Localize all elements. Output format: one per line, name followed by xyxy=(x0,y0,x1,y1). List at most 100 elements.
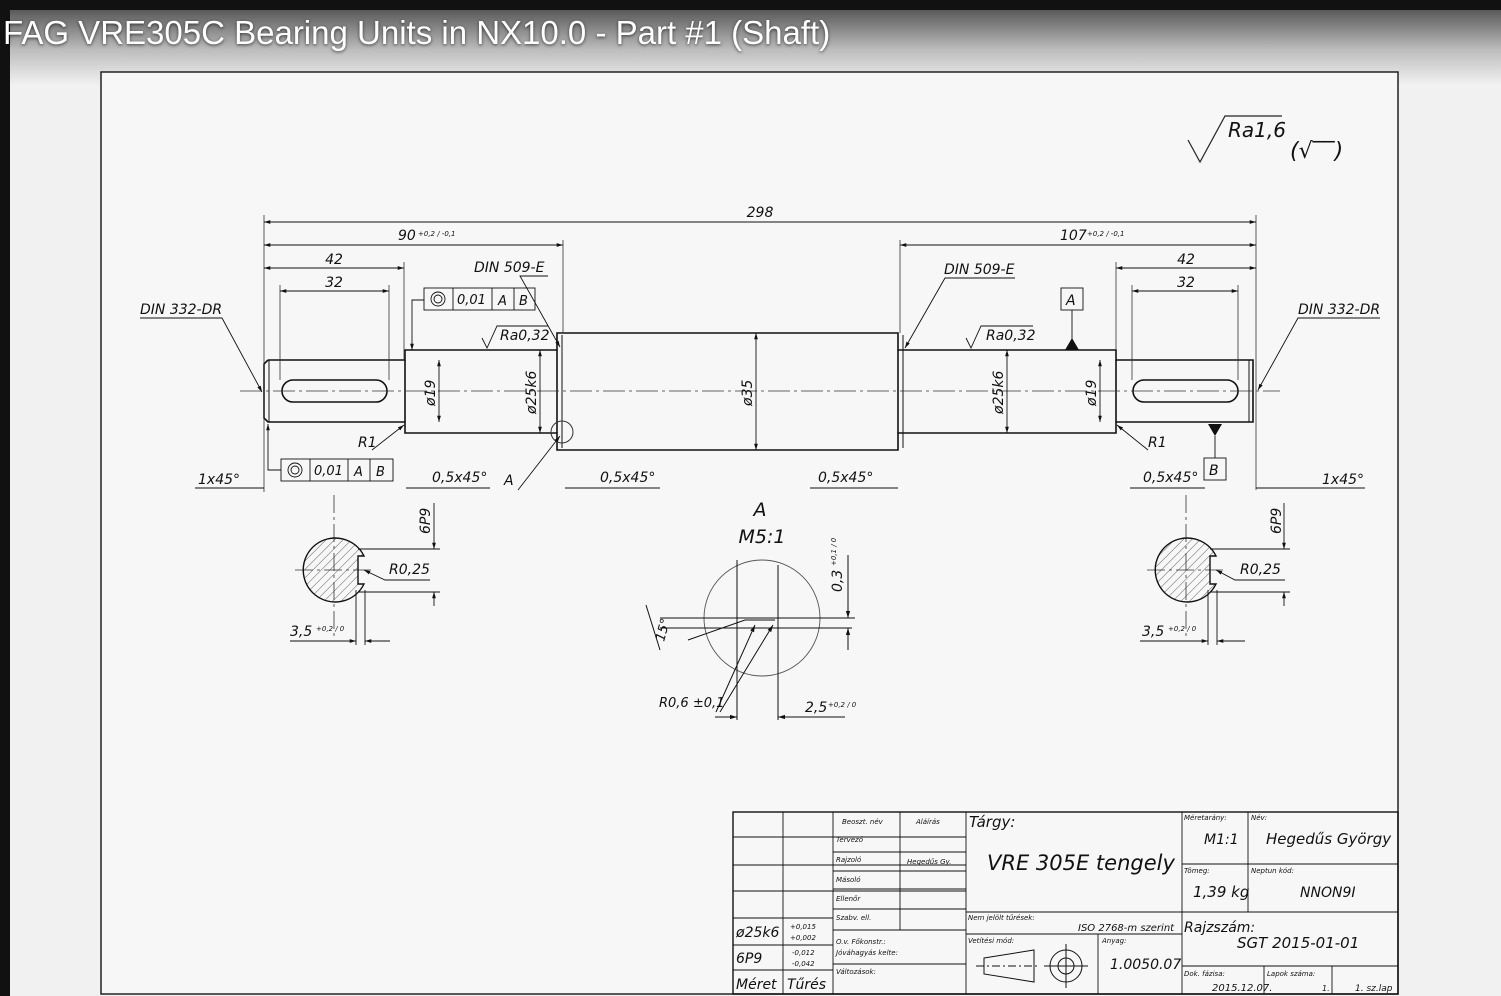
tb-header-signature: Aláírás xyxy=(915,818,940,826)
tol-top-datum-a: A xyxy=(497,294,507,309)
roughness-secondary: (√‾‾) xyxy=(1290,139,1343,164)
dim-dia25-left: ø25k6 xyxy=(524,371,540,415)
dim-chamfer-05-4: 0,5x45° xyxy=(1143,470,1198,486)
dim-r1-left: R1 xyxy=(358,435,377,451)
tb-tol1-lower: +0,002 xyxy=(790,934,816,942)
tb-changes: Változások: xyxy=(836,968,876,976)
tb-neptun: NNON9I xyxy=(1300,885,1355,901)
detail-view-a: A M5:1 0,3 +0,1 / 0 15° R0,6 ±0,1 2,5 +0… xyxy=(645,499,857,720)
dim-dia25-right: ø25k6 xyxy=(991,371,1007,415)
tolerance-frame-top: 0,01 A B xyxy=(410,287,536,350)
roughness-right: Ra0,32 xyxy=(986,328,1036,344)
tb-sheet-number: 1. sz.lap xyxy=(1355,984,1393,994)
tb-doc-date: 2015.12.07. xyxy=(1212,983,1272,994)
tb-name-label: Név: xyxy=(1251,814,1267,822)
title-block-text: Beoszt. név Aláírás Tervező Rajzoló Hege… xyxy=(735,813,1393,994)
detail-dim-03-tol: +0,1 / 0 xyxy=(830,537,838,566)
tb-header-name: Beoszt. név xyxy=(842,818,884,826)
tb-doc-phase-label: Dok. fázisa: xyxy=(1184,970,1225,978)
tb-tol1-upper: +0,015 xyxy=(790,923,816,931)
tb-material-label: Anyag: xyxy=(1101,937,1126,945)
dim-dia19-right: ø19 xyxy=(1084,380,1100,407)
dim-left-step-tol: +0,2 / -0,1 xyxy=(418,230,455,238)
dim-chamfer-05-3: 0,5x45° xyxy=(818,470,873,486)
dim-chamfer-right: 1x45° xyxy=(1322,472,1364,488)
tol-top-datum-b: B xyxy=(519,294,528,309)
tb-standards-check: Szabv. ell. xyxy=(836,914,871,922)
dim-total-length: 298 xyxy=(747,205,774,221)
din509-right: DIN 509-E xyxy=(944,262,1015,278)
dim-chamfer-05-1: 0,5x45° xyxy=(432,470,487,486)
dim-6p9-right: 6P9 xyxy=(1269,508,1285,534)
tb-drafter: Rajzoló xyxy=(836,856,862,864)
tb-drawing-number: SGT 2015-01-01 xyxy=(1237,934,1359,952)
dim-w35-left: 3,5 xyxy=(290,624,312,640)
dim-dia19-left: ø19 xyxy=(423,380,439,407)
dim-left-42: 42 xyxy=(325,252,343,268)
detail-angle: 15° xyxy=(653,617,673,643)
dim-left-32: 32 xyxy=(325,275,343,291)
dim-right-step-tol: +0,2 / -0,1 xyxy=(1087,230,1124,238)
detail-marker-a: A xyxy=(503,473,514,489)
dim-w35-right: 3,5 xyxy=(1142,624,1164,640)
tb-mass: 1,39 kg xyxy=(1193,883,1249,901)
concentricity-icon-bottom xyxy=(287,462,303,478)
tb-checker: Ellenőr xyxy=(836,894,861,903)
dimension-lines xyxy=(195,220,1365,489)
tb-size-label: Méret xyxy=(736,977,777,993)
tb-tolerance-label: Tűrés xyxy=(787,977,826,993)
title-block xyxy=(732,811,1399,995)
section-left: 6P9 R0,25 3,5 +0,2 / 0 xyxy=(290,495,440,645)
tb-subject-label: Tárgy: xyxy=(969,813,1015,831)
projection-symbol-icon xyxy=(976,944,1088,988)
detail-dim-25-tol: +0,2 / 0 xyxy=(828,701,857,709)
dim-left-step: 90 xyxy=(398,228,416,244)
tb-sheets-count: 1. xyxy=(1322,984,1330,993)
din332-right: DIN 332-DR xyxy=(1298,302,1380,318)
svg-text:B: B xyxy=(1209,463,1219,479)
tb-projection-label: Vetítési mód: xyxy=(968,937,1014,945)
shaft-outline xyxy=(263,332,1254,451)
dim-r025-left: R0,25 xyxy=(389,562,430,578)
tb-tol2-upper: -0,012 xyxy=(792,949,815,957)
detail-dim-25: 2,5 xyxy=(805,700,827,716)
dim-w35-right-tol: +0,2 / 0 xyxy=(1168,625,1197,633)
tb-tol1-name: ø25k6 xyxy=(735,925,779,941)
tb-approval-date: Jóváhagyás kelte: xyxy=(834,949,898,957)
dim-chamfer-left: 1x45° xyxy=(198,472,240,488)
tb-tol2-lower: -0,042 xyxy=(792,960,815,968)
tb-copier: Másoló xyxy=(836,876,861,884)
dim-r025-right: R0,25 xyxy=(1240,562,1281,578)
section-right: 6P9 R0,25 3,5 +0,2 / 0 xyxy=(1140,495,1290,645)
tb-general-tol: ISO 2768-m szerint xyxy=(1078,923,1175,934)
din509-left: DIN 509-E xyxy=(474,260,545,276)
din332-left: DIN 332-DR xyxy=(140,302,222,318)
dim-right-step: 107 xyxy=(1060,228,1087,244)
tb-subject: VRE 305E tengely xyxy=(987,851,1175,875)
tb-material: 1.0050.07 xyxy=(1110,957,1181,973)
surface-roughness-symbol: Ra1,6 (√‾‾) xyxy=(1187,115,1343,164)
concentricity-icon xyxy=(430,291,446,307)
datum-a: A xyxy=(1060,287,1084,350)
roughness-value: Ra1,6 xyxy=(1228,118,1286,142)
tb-chief-designer: O.v. Főkonstr.: xyxy=(836,937,886,946)
detail-title: A xyxy=(752,499,767,521)
tb-drawing-number-label: Rajzszám: xyxy=(1184,920,1255,936)
tol-top-value: 0,01 xyxy=(457,293,486,308)
detail-a-circle xyxy=(550,420,574,444)
tb-designer: Tervező xyxy=(836,835,864,844)
detail-r06: R0,6 ±0,1 xyxy=(659,696,724,711)
dim-right-42: 42 xyxy=(1177,252,1195,268)
svg-text:A: A xyxy=(1065,293,1076,309)
dim-dia35: ø35 xyxy=(740,380,756,407)
tol-bottom-datum-b: B xyxy=(376,465,385,480)
dim-r1-right: R1 xyxy=(1148,435,1167,451)
tb-tol2-name: 6P9 xyxy=(736,951,762,967)
tb-general-tol-label: Nem jelölt tűrések: xyxy=(968,913,1035,922)
dim-chamfer-05-2: 0,5x45° xyxy=(600,470,655,486)
tb-neptun-label: Neptun kód: xyxy=(1251,867,1294,875)
dim-w35-left-tol: +0,2 / 0 xyxy=(316,625,345,633)
tb-drafter-name: Hegedűs Gy. xyxy=(907,857,951,866)
detail-dim-03: 0,3 xyxy=(830,570,846,592)
